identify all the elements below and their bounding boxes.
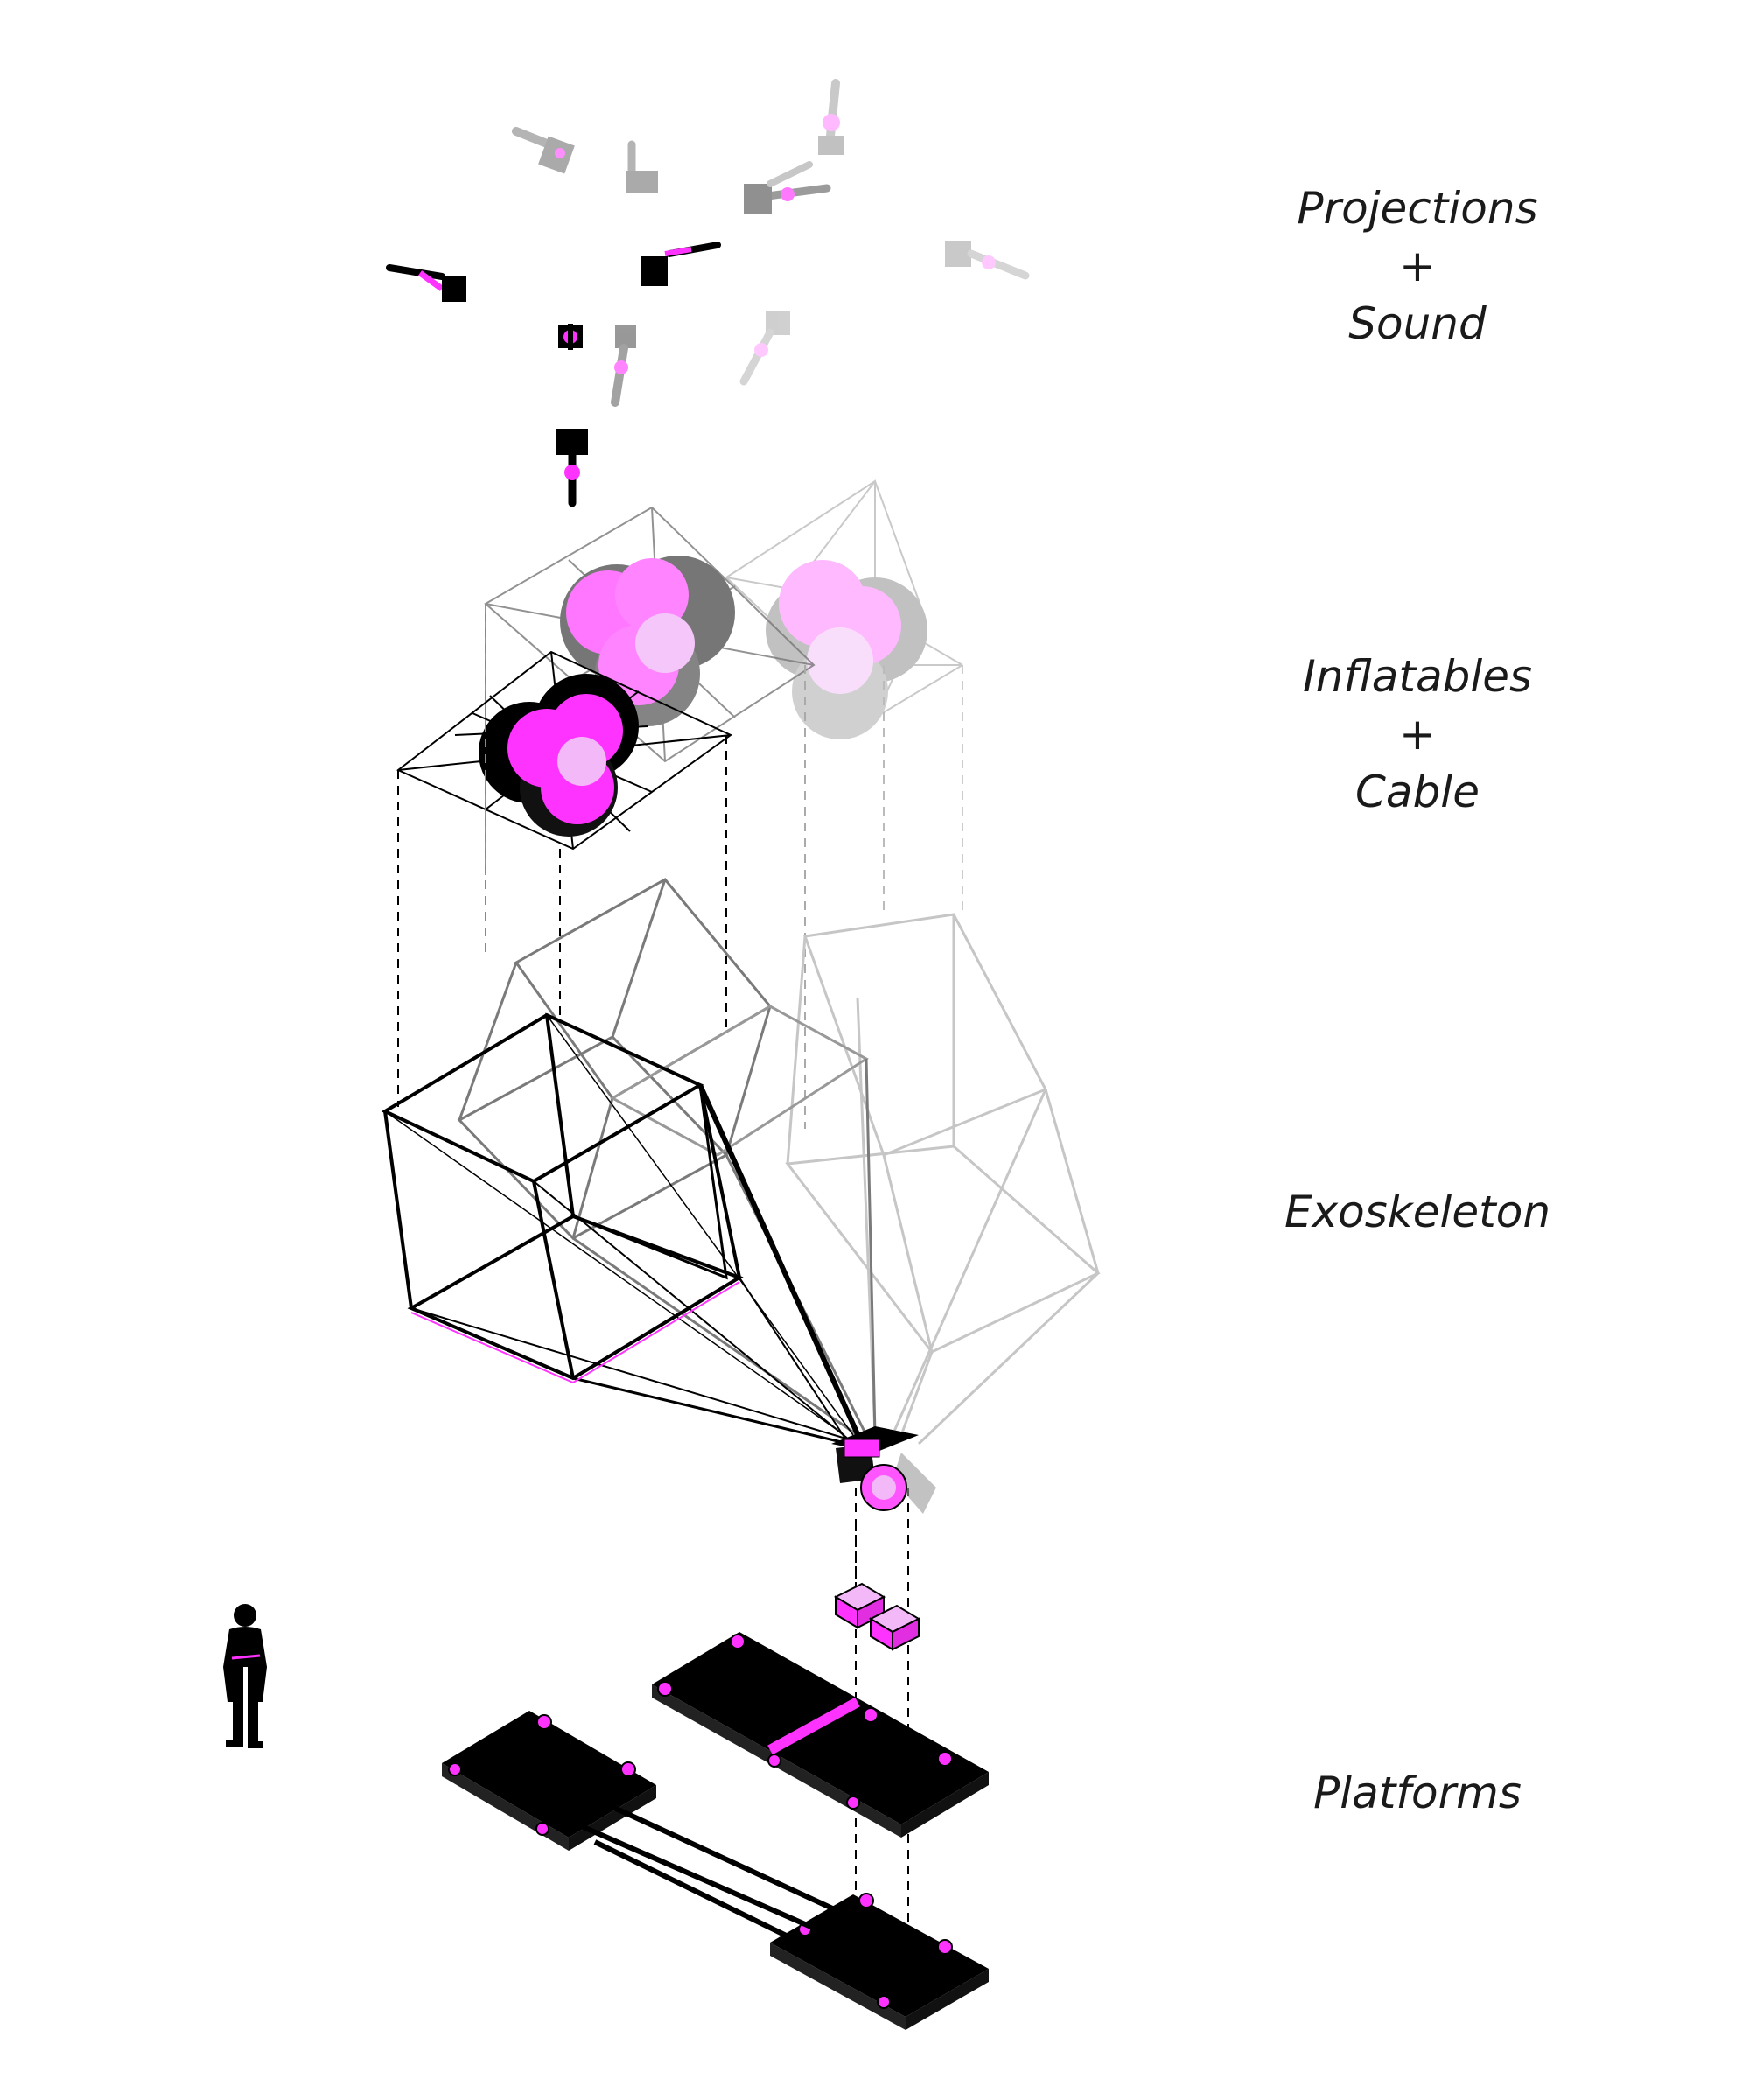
speaker-box-icon[interactable] — [868, 1604, 921, 1651]
projector-arm-icon — [744, 161, 831, 214]
inflatable-cluster-middle — [484, 506, 816, 875]
projector-arm-icon — [512, 127, 575, 174]
exoskeleton-magenta-edges — [410, 1281, 740, 1383]
projector-arm-icon — [945, 241, 1030, 280]
platform-lower-left[interactable] — [442, 1711, 656, 1851]
human-figure-icon — [223, 1604, 267, 1748]
inflatable-cluster-back-right — [725, 479, 963, 739]
label-inflatables-join: + — [1399, 709, 1436, 760]
exoskeleton-frame-ghost-light — [785, 913, 1101, 1446]
label-platforms: Platforms — [1208, 1764, 1628, 1822]
platform-wheel-icon — [657, 1634, 953, 1810]
projector-arm-icon — [818, 79, 844, 155]
pivot-motor-joint[interactable] — [831, 1426, 936, 1514]
platform-upper-right[interactable] — [652, 1632, 989, 1838]
label-exoskeleton-line1: Exoskeleton — [1284, 1186, 1551, 1237]
projector-arm-icon — [626, 140, 658, 193]
inflatable-cluster-front[interactable] — [396, 650, 732, 850]
label-inflatables-line2: Cable — [1355, 766, 1480, 817]
label-exoskeleton: Exoskeleton — [1208, 1183, 1628, 1241]
projectors-group — [386, 79, 1030, 508]
platform-connector-rails — [576, 1804, 842, 1950]
label-projections-line2: Sound — [1348, 298, 1487, 349]
exoskeleton-frame-ghost-mid — [457, 878, 877, 1437]
projector-arm-icon[interactable] — [558, 324, 583, 350]
projector-arm-icon[interactable] — [641, 242, 721, 286]
projector-arm-icon[interactable] — [556, 429, 588, 508]
label-inflatables-line1: Inflatables — [1302, 651, 1533, 702]
label-projections-line1: Projections — [1297, 183, 1538, 234]
alignment-dashed-lines — [397, 612, 963, 1951]
label-projections-sound: Projections + Sound — [1208, 179, 1628, 353]
label-inflatables-cable: Inflatables + Cable — [1208, 648, 1628, 821]
projector-arm-icon — [739, 311, 790, 386]
platform-wheel-icon — [448, 1714, 636, 1836]
projector-arm-icon[interactable] — [386, 264, 466, 302]
label-platforms-line1: Platforms — [1313, 1768, 1522, 1818]
platform-bottom[interactable] — [770, 1893, 989, 2030]
projector-arm-icon — [611, 326, 636, 407]
exoskeleton-frame-front[interactable] — [381, 1012, 864, 1446]
label-projections-join: + — [1399, 241, 1436, 291]
